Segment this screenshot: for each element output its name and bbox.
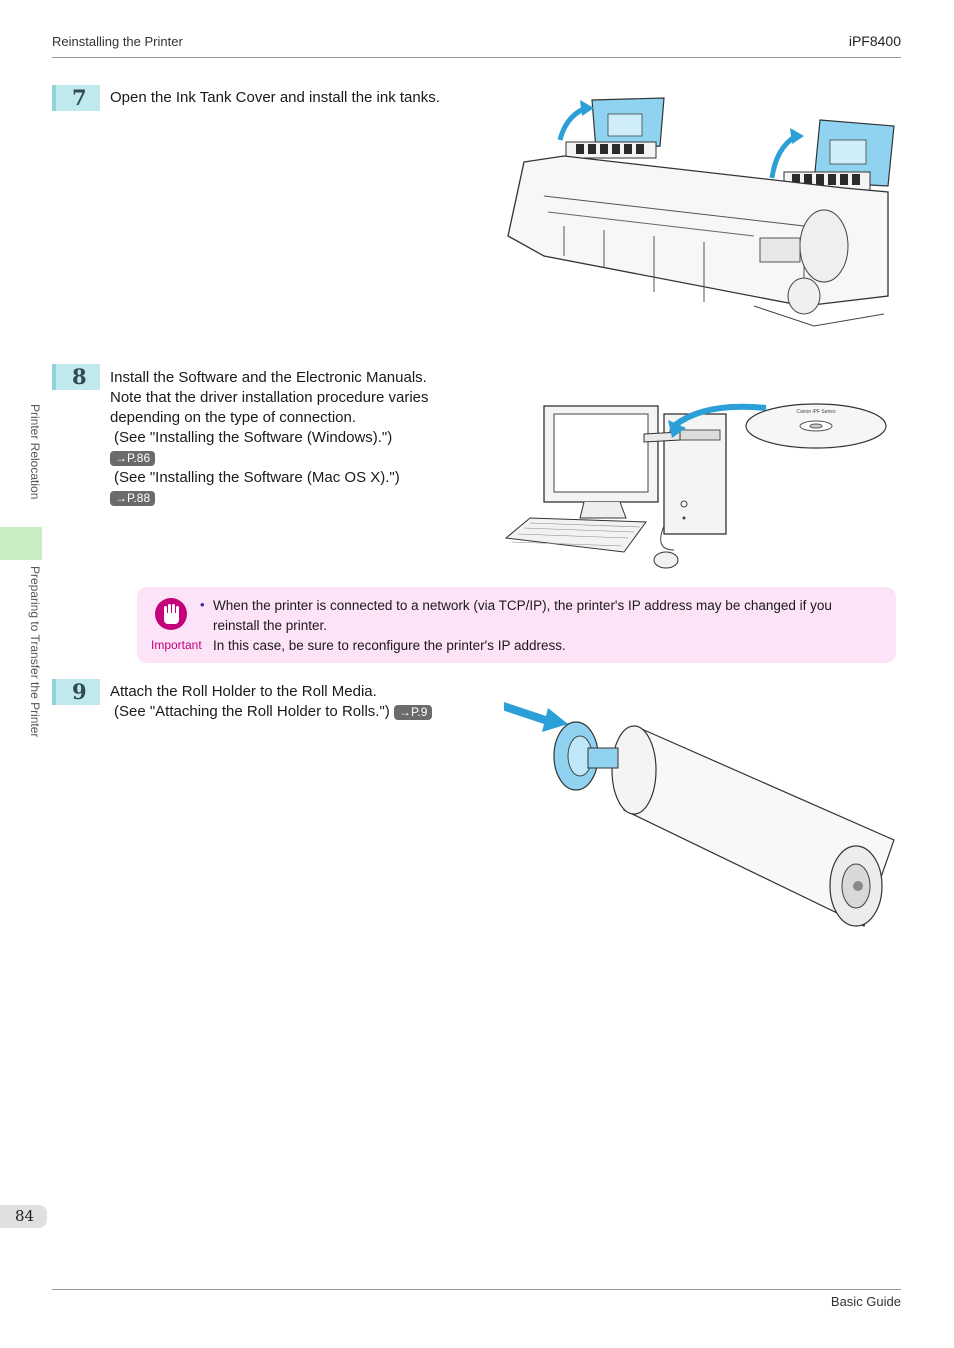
note-line-2: reinstall the printer.	[213, 618, 328, 633]
step-8-text: Install the Software and the Electronic …	[110, 368, 429, 508]
computer-install-illustration: Canon iPF Series	[504, 403, 887, 569]
printer-ink-tank-illustration	[507, 97, 895, 327]
step-9-badge: 9	[52, 679, 100, 705]
footer-divider	[52, 1289, 901, 1290]
step-8-ref-mac: (See "Installing the Software (Mac OS X)…	[114, 469, 400, 486]
step-8-line-2: Note that the driver installation proced…	[110, 389, 429, 406]
hand-stop-icon	[155, 598, 187, 630]
step-7-badge: 7	[52, 85, 100, 111]
note-text: When the printer is connected to a netwo…	[213, 596, 883, 656]
step-9-ref-link[interactable]: →P.9	[393, 705, 433, 720]
important-note: Important • When the printer is connecte…	[137, 587, 896, 663]
header-divider	[52, 57, 901, 58]
step-9-ref: (See "Attaching the Roll Holder to Rolls…	[114, 703, 390, 720]
step-8-ref-windows: (See "Installing the Software (Windows).…	[114, 429, 393, 446]
step-8-line-3: depending on the type of connection.	[110, 409, 357, 426]
page-number: 84	[0, 1205, 47, 1228]
step-9-ref-row: (See "Attaching the Roll Holder to Rolls…	[110, 702, 433, 722]
important-badge: Important	[151, 597, 202, 652]
step-8-ref-mac-link[interactable]: →P.88	[110, 491, 156, 506]
step-8-line-1: Install the Software and the Electronic …	[110, 369, 427, 386]
step-9-text: Attach the Roll Holder to the Roll Media…	[110, 682, 433, 722]
step-9-instruction: Attach the Roll Holder to the Roll Media…	[110, 683, 377, 700]
step-8-ref-windows-link[interactable]: →P.86	[110, 451, 156, 466]
step-8-badge: 8	[52, 364, 100, 390]
step-7-instruction: Open the Ink Tank Cover and install the …	[110, 89, 440, 106]
note-line-1: When the printer is connected to a netwo…	[213, 598, 832, 613]
important-label: Important	[151, 638, 202, 652]
header-model: iPF8400	[848, 33, 901, 49]
side-tab-preparing-transfer[interactable]: Preparing to Transfer the Printer	[28, 566, 42, 738]
footer-guide-title: Basic Guide	[830, 1294, 901, 1309]
cd-label: Canon iPF Series	[796, 409, 836, 415]
note-bullet: •	[200, 597, 205, 612]
note-line-3: In this case, be sure to reconfigure the…	[213, 638, 566, 653]
side-tab-printer-relocation[interactable]: Printer Relocation	[28, 404, 42, 500]
side-tab-highlight	[0, 527, 42, 560]
step-7-text: Open the Ink Tank Cover and install the …	[110, 88, 440, 108]
header-section-title: Reinstalling the Printer	[52, 34, 183, 49]
roll-holder-illustration	[504, 702, 895, 927]
